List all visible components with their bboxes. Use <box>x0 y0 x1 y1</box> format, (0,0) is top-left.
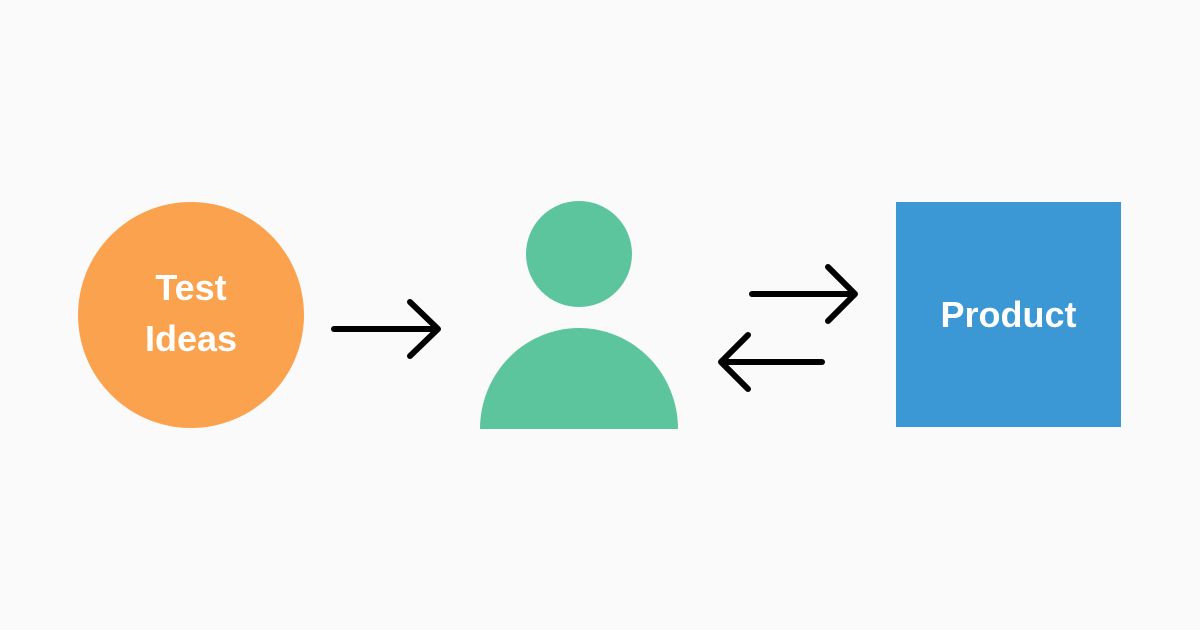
product-node: Product <box>896 202 1121 427</box>
test-ideas-label-line-2: Ideas <box>144 318 238 359</box>
person-head <box>526 201 632 307</box>
arrow-ideas-to-user <box>331 299 441 359</box>
test-ideas-label: Test Ideas <box>145 262 237 368</box>
arrow-product-to-user <box>718 332 825 392</box>
test-ideas-label-line-1: Test <box>155 267 227 308</box>
person-body <box>480 328 678 429</box>
arrow-user-to-product <box>749 264 858 324</box>
person-icon <box>480 201 678 429</box>
test-ideas-node: Test Ideas <box>78 202 304 428</box>
product-label: Product <box>940 293 1077 335</box>
